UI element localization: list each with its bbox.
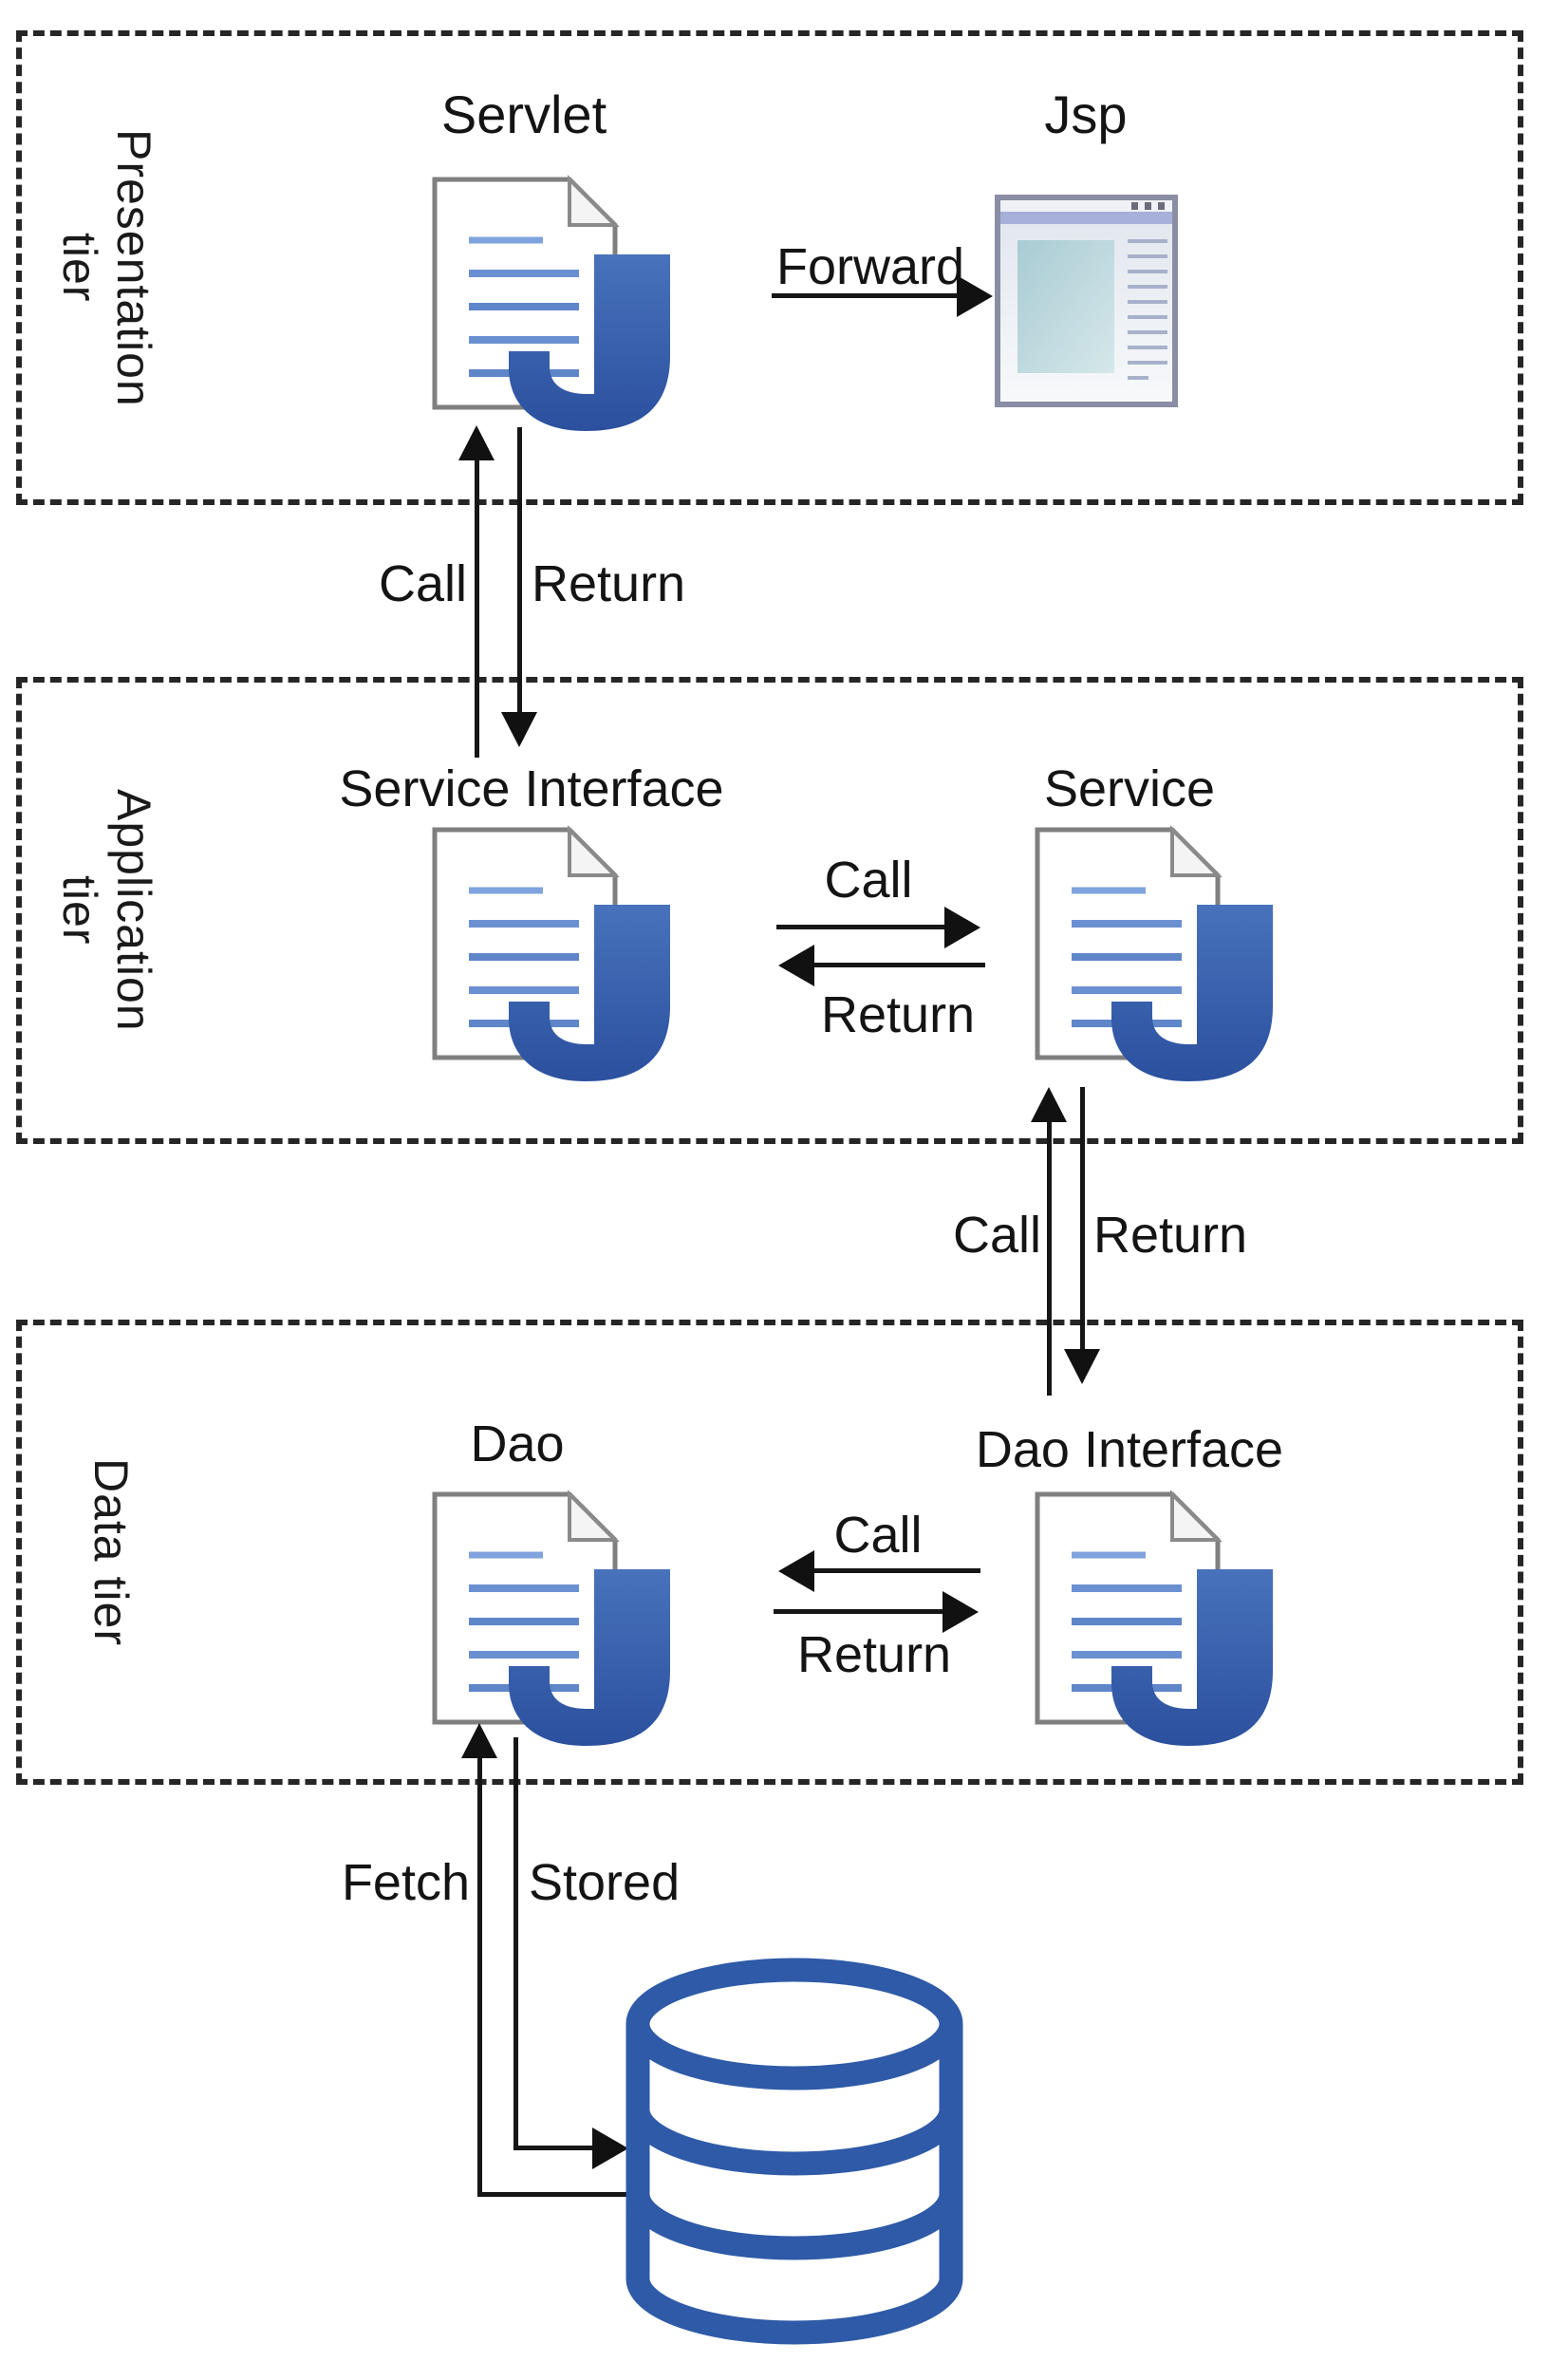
return-line-presentation bbox=[517, 427, 522, 712]
return-label-data-vertical: Return bbox=[1093, 1207, 1248, 1264]
servlet-label: Servlet bbox=[440, 84, 607, 144]
stored-label: Stored bbox=[529, 1854, 681, 1911]
return-line-application bbox=[814, 963, 985, 967]
return-line-data-row bbox=[774, 1609, 944, 1614]
data-tier-box bbox=[16, 1320, 1523, 1785]
return-label-application: Return bbox=[821, 986, 976, 1043]
forward-arrow-shaft bbox=[772, 293, 960, 298]
stored-line-vertical bbox=[513, 1737, 518, 2149]
dao-interface-label: Dao Interface bbox=[975, 1421, 1284, 1478]
window-dot bbox=[1158, 202, 1165, 210]
return-line-data-vertical bbox=[1080, 1087, 1085, 1349]
call-up-arrowhead-icon-2 bbox=[1031, 1087, 1067, 1122]
call-left-arrowhead-icon bbox=[778, 1550, 814, 1592]
call-line-data-row bbox=[814, 1568, 980, 1573]
forward-arrowhead-icon bbox=[957, 275, 993, 317]
return-left-arrowhead-icon bbox=[778, 945, 814, 986]
return-down-arrowhead-icon bbox=[501, 712, 537, 747]
call-label-data-vertical: Call bbox=[952, 1207, 1041, 1264]
fetch-label: Fetch bbox=[341, 1854, 470, 1911]
call-line-presentation bbox=[475, 459, 479, 758]
return-down-arrowhead-icon-2 bbox=[1064, 1349, 1100, 1384]
return-label-data-row: Return bbox=[797, 1626, 952, 1683]
stored-line-horizontal bbox=[513, 2146, 594, 2150]
call-right-arrowhead-icon bbox=[944, 907, 980, 948]
application-tier-label: Application tier bbox=[53, 789, 160, 1032]
service-interface-java-file-icon bbox=[432, 825, 670, 1081]
call-label-presentation: Call bbox=[378, 555, 467, 612]
call-line-application bbox=[776, 925, 947, 929]
jsp-label: Jsp bbox=[1044, 84, 1128, 144]
service-java-file-icon bbox=[1035, 825, 1273, 1081]
call-label-data-row: Call bbox=[833, 1507, 923, 1564]
application-tier-box bbox=[16, 677, 1523, 1144]
return-right-arrowhead-icon bbox=[943, 1591, 979, 1633]
dao-java-file-icon bbox=[432, 1490, 670, 1746]
stored-right-arrowhead-icon bbox=[592, 2128, 628, 2169]
fetch-up-arrowhead-icon bbox=[461, 1723, 497, 1758]
return-label-presentation: Return bbox=[532, 555, 686, 612]
service-label: Service bbox=[1043, 760, 1216, 817]
call-label-application: Call bbox=[824, 852, 913, 909]
fetch-line-horizontal bbox=[477, 2192, 629, 2197]
service-interface-label: Service Interface bbox=[339, 760, 724, 817]
presentation-tier-box bbox=[16, 30, 1523, 505]
data-tier-label: Data tier bbox=[84, 1458, 138, 1646]
dao-interface-java-file-icon bbox=[1035, 1490, 1273, 1746]
fetch-line-vertical bbox=[477, 1757, 482, 2196]
presentation-tier-label: Presentation tier bbox=[53, 128, 160, 407]
dao-label: Dao bbox=[470, 1415, 565, 1472]
call-up-arrowhead-icon bbox=[458, 425, 495, 460]
forward-label: Forward bbox=[776, 238, 965, 295]
jsp-browser-window-icon bbox=[995, 195, 1178, 407]
database-cylinder-icon bbox=[625, 1958, 963, 2345]
window-dot bbox=[1145, 202, 1151, 210]
call-line-data-vertical bbox=[1047, 1121, 1052, 1396]
servlet-java-file-icon bbox=[432, 175, 670, 431]
window-dot bbox=[1131, 202, 1138, 210]
